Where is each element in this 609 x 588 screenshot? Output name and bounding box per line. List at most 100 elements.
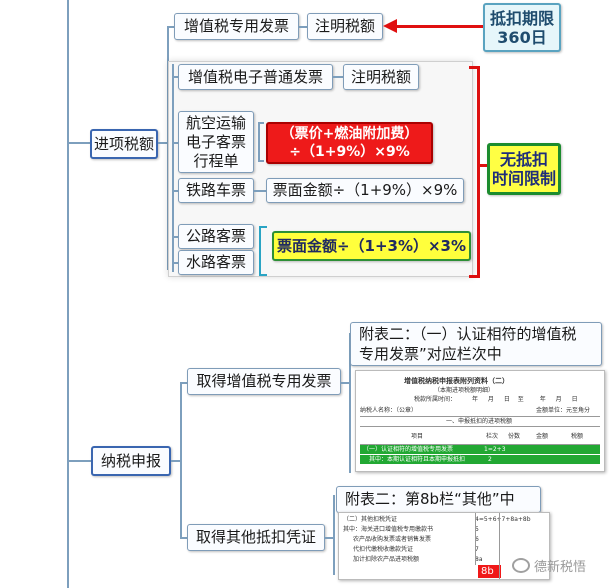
deduction-limit-line2: 360日 [497,27,547,47]
form1-row2-label: 其中：本期认证相符且本期申报抵扣 [369,456,466,463]
form1-col-count: 份数 [508,433,521,440]
form1-unit: 金额单位：元至角分 [536,407,591,414]
input-tax-node[interactable]: 进项税额 [90,129,158,159]
form1-col-code: 栏次 [486,433,499,440]
tax-filing-node[interactable]: 纳税申报 [91,446,171,476]
form1-period-month-2: 月 [555,396,562,403]
form2-row4-code: 8a [475,556,483,563]
obtain-special-invoice-node[interactable]: 取得增值税专用发票 [187,368,341,395]
obtain-other-voucher-node[interactable]: 取得其他抵扣凭证 [187,524,325,551]
air-bracket-top [258,122,264,124]
form1-col-item: 项目 [411,433,424,440]
form1-title: 增值税纳税申报表附列资料（二） [404,377,509,385]
note-special-line2: 专用发票”对应栏次中 [359,345,502,363]
other-form-bracket [333,495,335,575]
form2-row2-code: 6 [475,536,479,543]
rail-formula-box: 票面金额÷（1+9%）×9% [266,178,464,203]
form1-rule-1 [360,416,600,417]
connector-tax-filing [67,460,91,462]
form2-row-other-code: 8b [478,565,501,578]
spine-line [67,0,69,588]
stated-tax-node-2[interactable]: 注明税额 [343,64,419,90]
form2-col-line [475,513,476,565]
air-formula-line1: （票价+燃油附加费） [280,126,419,142]
wechat-icon [512,558,530,573]
form1-period-label: 税款所属时间： [414,396,457,403]
form2-row1: 其中：海关进口增值税专用缴款书 5 [343,526,543,533]
air-formula-line2: ÷（1+9%）×9% [289,144,410,160]
rail-ticket-node[interactable]: 铁路车票 [178,178,254,203]
form2-row2-label: 农产品收购发票或者销售发票 [353,536,432,543]
no-time-limit-box: 无抵扣 时间限制 [487,143,561,195]
form2-row3: 代扣代缴税收缴款凭证 7 [353,546,543,553]
watermark: 德新税悟 [512,556,586,575]
water-ticket-node[interactable]: 水路客票 [178,250,254,275]
form2-col-line-2 [499,513,500,579]
form1-rule-3 [360,444,600,445]
branch-obtain-other [180,537,188,539]
branch-to-special [167,26,175,28]
form2-row0: （二）其他扣税凭证 4=5+6+7+8a+8b [343,516,543,523]
branch-water [172,262,178,264]
air-bracket [258,122,260,162]
form2-row5-code: 8b [481,566,494,577]
branch-obtain-special [180,382,188,384]
form1-period-to: 至 [517,396,524,403]
form1-row-certified-current: 其中：本期认证相符且本期申报抵扣 2 [360,455,600,464]
road-water-bracket [259,226,267,276]
form1-row2-code: 2 [488,456,492,463]
form1-rule-2 [360,426,600,427]
form1-period-month: 月 [487,396,494,403]
form1-row1-label: （一）认证相符的增值税专用发票 [363,446,454,453]
special-form-bracket [349,333,351,473]
road-ticket-node[interactable]: 公路客票 [178,224,254,249]
form1-taxpayer: 纳税人名称：（公章） [360,407,418,414]
filing-branch-line [171,460,181,462]
form2-row0-code: 4=5+6+7+8a+8b [475,516,531,523]
form1-period-day-2: 日 [571,396,578,403]
note-other-form: 附表二：第8b栏“其他”中 [336,486,541,513]
branch-e-invoice [172,76,178,78]
panel-inner-line [172,64,174,272]
air-bracket-bottom [258,160,264,162]
connector-input-tax [67,142,91,144]
e-invoice-to-tax-line [333,76,343,78]
vat-special-invoice-node[interactable]: 增值税专用发票 [174,13,299,40]
no-time-limit-line2: 时间限制 [491,169,556,188]
filing-vertical-line [180,382,182,538]
form-thumbnail-1: 增值税纳税申报表附列资料（二） （本期进项税额明细） 税款所属时间： 年 月 日… [355,370,605,472]
form1-period: 税款所属时间： 年 月 日 至 年 月 日 [414,396,578,403]
branch-air [172,142,178,144]
form2-row1-label: 其中：海关进口增值税专用缴款书 [343,526,434,533]
deduction-limit-line1: 抵扣期限 [489,8,554,28]
input-tax-branch-line [158,142,168,144]
other-to-form-line [325,537,334,539]
form2-row3-code: 7 [475,546,479,553]
red-bracket-arm [479,164,487,167]
note-special-line1: 附表二：（一）认证相符的增值税 [359,325,577,343]
branch-rail [172,190,178,192]
air-itinerary-line3: 行程单 [193,151,239,170]
no-time-limit-line1: 无抵扣 [499,150,548,169]
air-formula-box: （票价+燃油附加费） ÷（1+9%）×9% [266,122,433,164]
air-itinerary-line1: 航空运输 [185,113,246,132]
stated-tax-node-1[interactable]: 注明税额 [307,13,383,40]
form1-section: 一、申报抵扣的进项税额 [446,418,513,425]
deduction-limit-box: 抵扣期限 360日 [483,3,561,52]
branch-road [172,236,178,238]
special-to-form-line [341,382,350,384]
vat-e-invoice-node[interactable]: 增值税电子普通发票 [178,64,333,90]
form2-row0-label: （二）其他扣税凭证 [343,516,398,523]
form1-row1-code: 1=2+3 [484,446,506,453]
form1-col-amount: 金额 [536,433,549,440]
form2-row5-label: 其他 [398,566,418,577]
red-bracket [469,66,480,278]
form1-period-year-2: 年 [539,396,546,403]
air-itinerary-node[interactable]: 航空运输 电子客票 行程单 [178,111,254,173]
form2-row4: 加计扣除农产品进项税额 8a [353,556,543,563]
form2-row3-label: 代扣代缴税收缴款凭证 [353,546,414,553]
form2-row1-code: 5 [475,526,479,533]
red-arrow-head [383,19,397,33]
form1-period-year: 年 [471,396,478,403]
red-arrow-line [396,25,484,28]
